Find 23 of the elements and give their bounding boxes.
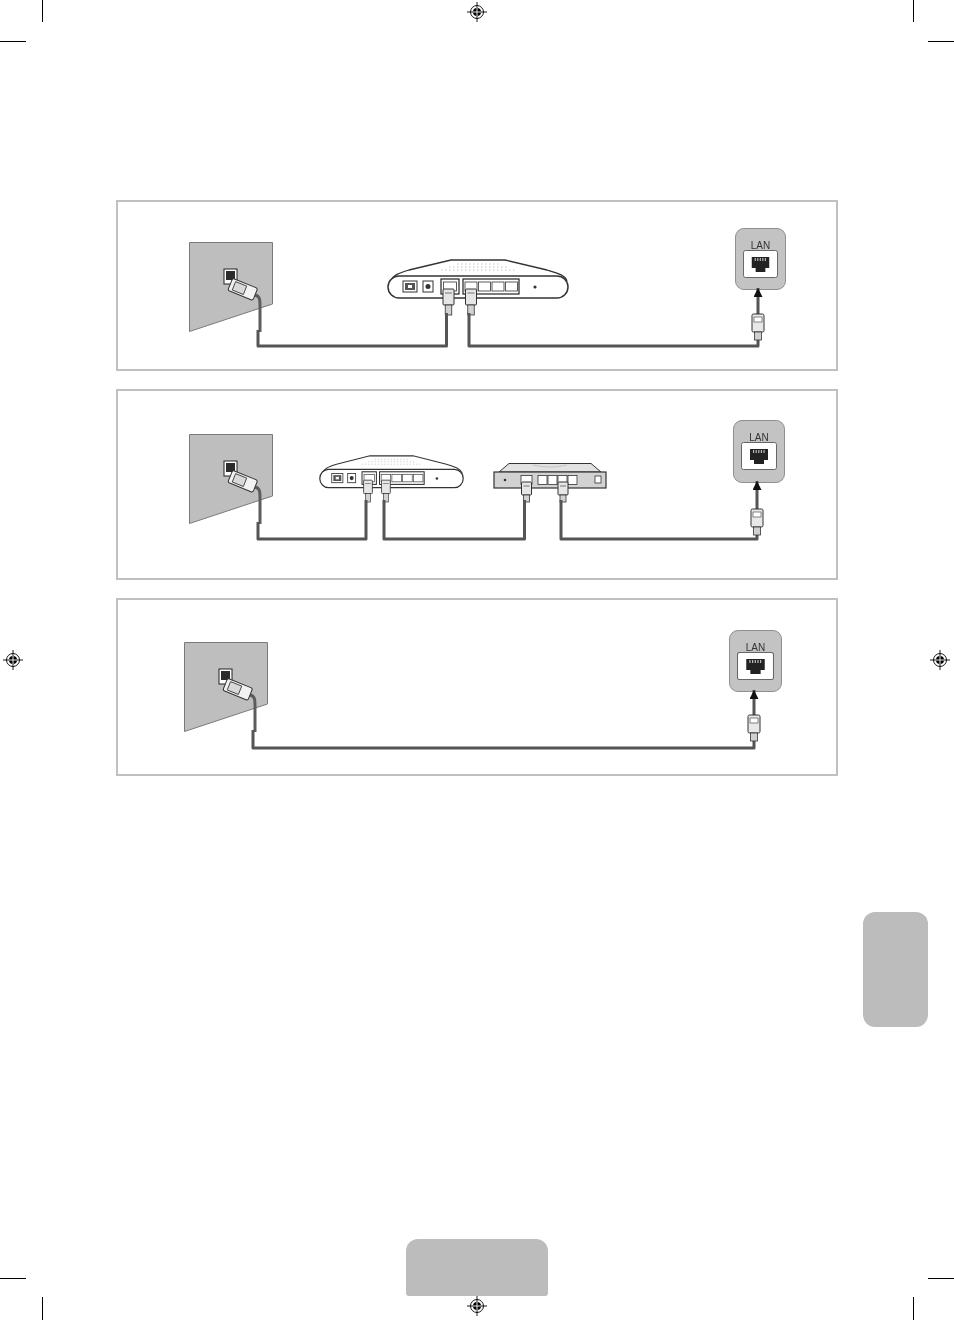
port-label: LAN [749,432,769,443]
cable [382,500,526,541]
port-label: LAN [750,240,771,251]
panel-frame [116,200,838,371]
cable-arrow [559,481,762,541]
router-drawing [493,462,607,502]
port-panel [729,630,782,692]
port-panel [735,228,786,290]
panel-frame [116,598,838,776]
cable-arrow [467,288,763,348]
bottom-tab [406,1239,548,1296]
side-tab [863,912,928,1027]
cable [256,500,368,541]
wall-socket-drawing [189,242,273,332]
port-label: LAN [745,642,766,653]
panel-frame [116,389,838,580]
modem-drawing [319,455,464,502]
cable [256,313,448,348]
modem-drawing [387,259,569,315]
cable-arrow [251,690,759,750]
wall-socket-drawing [189,434,273,524]
port-panel [733,420,785,483]
wall-socket-drawing [184,642,268,732]
